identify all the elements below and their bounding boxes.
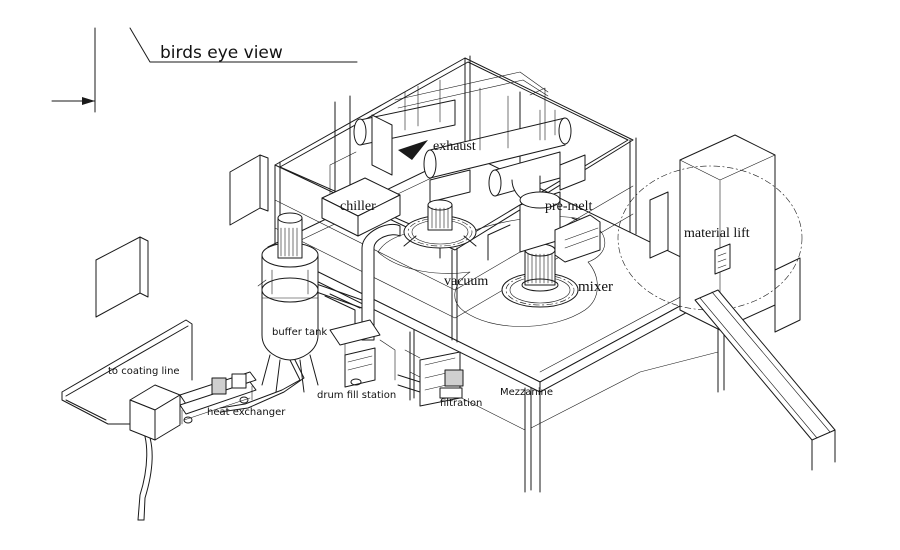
buffer-tank bbox=[257, 212, 319, 393]
control-cabinet-left bbox=[95, 236, 149, 318]
label-chiller: chiller bbox=[340, 199, 376, 214]
label-buffer-tank: buffer tank bbox=[272, 327, 327, 338]
label-material-lift: material lift bbox=[684, 226, 750, 241]
coating-control-box bbox=[129, 384, 181, 441]
label-exhaust: exhaust bbox=[433, 139, 476, 154]
label-mezzanine: Mezzanine bbox=[500, 387, 553, 398]
label-mixer: mixer bbox=[578, 279, 613, 295]
material-lift bbox=[617, 134, 803, 333]
label-heat-exchanger: heat exchanger bbox=[207, 407, 286, 418]
pre-melt-tank bbox=[554, 154, 601, 263]
view-title: birds eye view bbox=[160, 43, 283, 63]
drum-fill-station bbox=[329, 319, 381, 388]
filtration-skid bbox=[397, 351, 464, 407]
chiller-unit bbox=[321, 177, 401, 237]
exhaust-ductwork bbox=[329, 71, 572, 205]
vacuum-mixer bbox=[403, 199, 477, 259]
main-mixer bbox=[487, 191, 591, 308]
heat-exchanger bbox=[179, 371, 257, 425]
label-to-coating-line: to coating line bbox=[108, 366, 180, 377]
label-filtration: filtration bbox=[440, 398, 482, 409]
label-drum-fill-station: drum fill station bbox=[317, 390, 396, 401]
control-cabinet-upper bbox=[229, 154, 269, 226]
inclined-conveyor bbox=[694, 289, 836, 471]
label-pre-melt: pre-melt bbox=[545, 199, 593, 214]
label-vacuum: vacuum bbox=[444, 274, 488, 289]
view-title-marker bbox=[51, 27, 358, 113]
